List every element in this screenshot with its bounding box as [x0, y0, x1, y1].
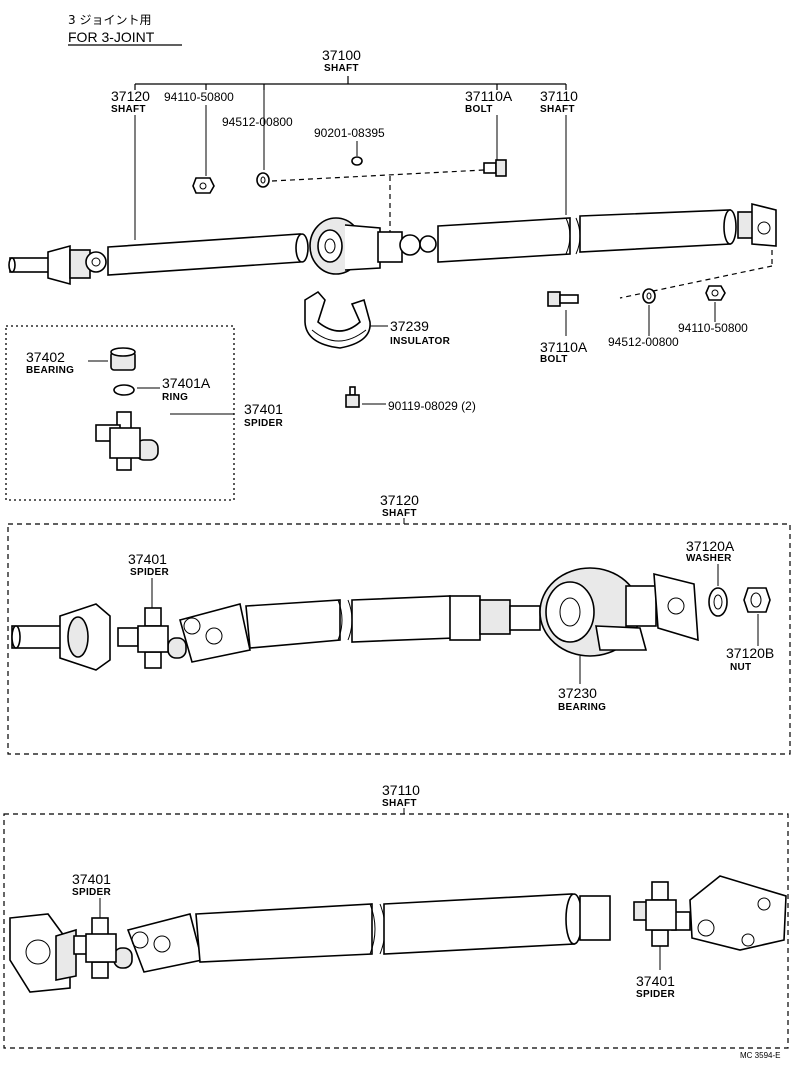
label-spider-bearing-text: BEARING: [26, 365, 74, 376]
label-insulator-number: 37239: [390, 318, 429, 334]
label-37120-text: SHAFT: [111, 104, 146, 115]
label-nut-b: 94110-50800: [678, 321, 748, 335]
label-spider-kit-text: SPIDER: [244, 418, 284, 429]
label-mid-nut-text: NUT: [730, 662, 751, 673]
label-90201: 90201-08395: [314, 126, 385, 140]
nut-icon: [192, 177, 215, 194]
header-japanese: 3 ジョイント用: [68, 13, 151, 27]
label-37110-text: SHAFT: [540, 104, 575, 115]
snap-ring-icon: [113, 384, 135, 396]
label-spider-bearing-number: 37402: [26, 349, 65, 365]
label-bot-spider-right-number: 37401: [636, 973, 675, 989]
label-mid-washer-text: WASHER: [686, 553, 732, 564]
label-mid-spider-text: SPIDER: [130, 567, 170, 578]
label-bot-spider-right-text: SPIDER: [636, 989, 676, 1000]
label-bot-spider-left-text: SPIDER: [72, 887, 112, 898]
label-mid-nut-number: 37120B: [726, 645, 774, 661]
nut-b-icon: [705, 285, 726, 301]
spring-washer-icon: [351, 156, 363, 166]
label-mid-washer-number: 37120A: [686, 538, 735, 554]
label-grease-fitting: 90119-08029 (2): [388, 399, 476, 413]
label-washer-a: 94512-00800: [222, 115, 293, 129]
diagram-code: MC 3594-E: [740, 1051, 780, 1060]
label-spider-ring-text: RING: [162, 392, 188, 403]
bottom-shaft-drawing: [9, 875, 787, 993]
label-bolt-b-text: BOLT: [540, 354, 568, 365]
shaft-assembly-top: [8, 202, 777, 286]
label-37100-text: SHAFT: [324, 63, 359, 74]
label-bot-spider-left-number: 37401: [72, 871, 111, 887]
label-37120-number: 37120: [111, 88, 150, 104]
label-bolt-a-text: BOLT: [465, 104, 493, 115]
label-nut-a: 94110-50800: [164, 90, 234, 104]
label-37100-number: 37100: [322, 47, 361, 63]
washer-b-icon: [642, 288, 656, 304]
bolt-b-icon: [547, 291, 579, 307]
header-title: FOR 3-JOINT: [68, 29, 155, 45]
label-mid-shaft-text: SHAFT: [382, 508, 417, 519]
spider-kit-box: [5, 325, 235, 501]
bolt-icon: [483, 159, 507, 177]
bearing-cup-icon: [110, 347, 136, 371]
label-mid-bearing-text: BEARING: [558, 702, 606, 713]
label-bot-shaft-text: SHAFT: [382, 798, 417, 809]
label-washer-b: 94512-00800: [608, 335, 679, 349]
assembly-bracket: [134, 76, 567, 90]
label-spider-kit-number: 37401: [244, 401, 283, 417]
insulator-icon: [304, 290, 371, 349]
label-37110-number: 37110: [540, 88, 578, 104]
top-leaders: [134, 90, 567, 240]
washer-icon: [256, 172, 270, 188]
label-mid-spider-number: 37401: [128, 551, 167, 567]
middle-shaft-drawing: [11, 567, 771, 671]
bottom-section-box: [3, 813, 789, 1049]
label-insulator-text: INSULATOR: [390, 336, 451, 347]
label-mid-shaft-number: 37120: [380, 492, 419, 508]
right-leaders: [565, 302, 716, 336]
label-spider-ring-number: 37401A: [162, 375, 211, 391]
spider-cross-icon: [95, 411, 159, 471]
label-bot-shaft-number: 37110: [382, 782, 420, 798]
label-mid-bearing-number: 37230: [558, 685, 597, 701]
label-bolt-a-number: 37110A: [465, 88, 513, 104]
middle-section-box: [7, 523, 791, 755]
label-bolt-b-number: 37110A: [540, 339, 588, 355]
grease-fitting-icon: [345, 386, 360, 408]
